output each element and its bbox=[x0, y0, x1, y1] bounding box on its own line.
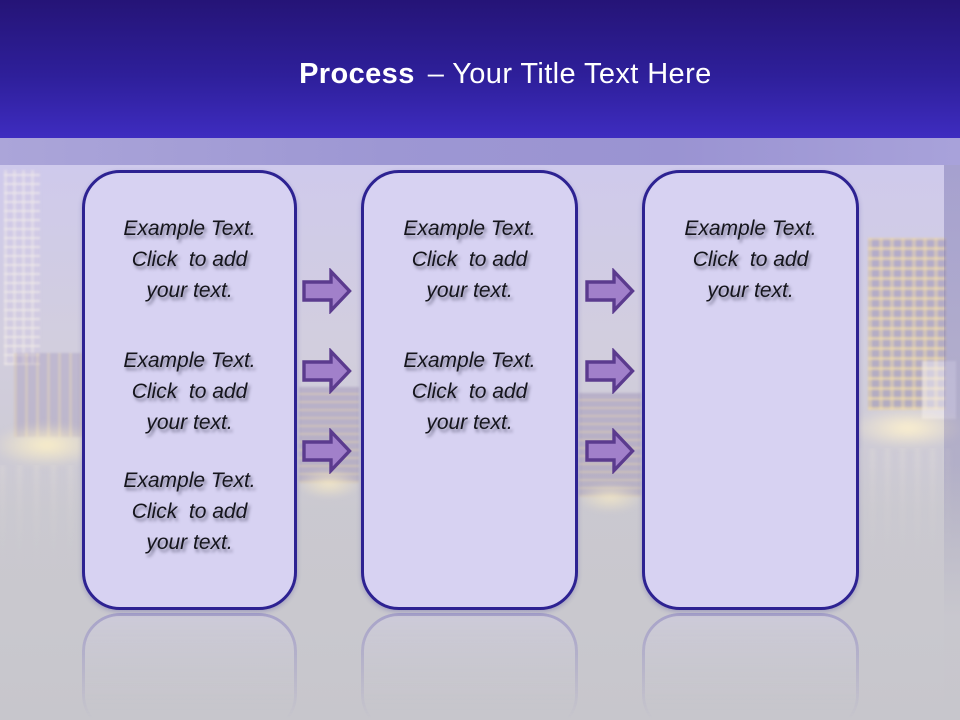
process-step-panel-2[interactable]: Example Text. Click to add your text. Ex… bbox=[361, 170, 578, 610]
text-line: Click to add bbox=[411, 248, 528, 271]
text-line: Click to add bbox=[411, 380, 528, 403]
panel-reflection bbox=[82, 613, 297, 720]
title-rest: – Your Title Text Here bbox=[427, 57, 712, 90]
text-line: your text. bbox=[146, 531, 233, 554]
panel-reflection bbox=[642, 613, 859, 720]
text-line: Click to add bbox=[131, 500, 248, 523]
arrow-right-icon[interactable] bbox=[585, 268, 635, 314]
text-line: your text. bbox=[426, 279, 513, 302]
text-line: Example Text. bbox=[403, 349, 536, 372]
arrow-right-icon[interactable] bbox=[585, 428, 635, 474]
text-line: your text. bbox=[146, 411, 233, 434]
text-line: Click to add bbox=[131, 380, 248, 403]
text-line: your text. bbox=[426, 411, 513, 434]
text-line: Example Text. bbox=[123, 349, 256, 372]
text-placeholder[interactable]: Example Text. Click to add your text. bbox=[85, 465, 294, 558]
text-placeholder[interactable]: Example Text. Click to add your text. bbox=[645, 213, 856, 306]
title-keyword: Process bbox=[299, 57, 415, 90]
arrow-right-icon[interactable] bbox=[585, 348, 635, 394]
arrow-right-icon[interactable] bbox=[302, 428, 352, 474]
text-line: Example Text. bbox=[403, 217, 536, 240]
text-line: Click to add bbox=[131, 248, 248, 271]
sky-band bbox=[0, 138, 960, 165]
text-line: your text. bbox=[707, 279, 794, 302]
title-bar: Process – Your Title Text Here bbox=[0, 0, 960, 138]
process-step-panel-3[interactable]: Example Text. Click to add your text. bbox=[642, 170, 859, 610]
panel-reflection bbox=[361, 613, 578, 720]
text-line: Click to add bbox=[692, 248, 809, 271]
text-placeholder[interactable]: Example Text. Click to add your text. bbox=[85, 345, 294, 438]
arrow-right-icon[interactable] bbox=[302, 348, 352, 394]
city-lights-glow bbox=[852, 408, 960, 448]
text-line: your text. bbox=[146, 279, 233, 302]
text-placeholder[interactable]: Example Text. Click to add your text. bbox=[85, 213, 294, 306]
building-silhouette bbox=[4, 170, 40, 365]
text-line: Example Text. bbox=[684, 217, 817, 240]
arrow-right-icon[interactable] bbox=[302, 268, 352, 314]
text-placeholder[interactable]: Example Text. Click to add your text. bbox=[364, 345, 575, 438]
process-step-panel-1[interactable]: Example Text. Click to add your text. Ex… bbox=[82, 170, 297, 610]
text-placeholder[interactable]: Example Text. Click to add your text. bbox=[364, 213, 575, 306]
slide-title[interactable]: Process – Your Title Text Here bbox=[248, 25, 711, 124]
text-line: Example Text. bbox=[123, 217, 256, 240]
text-line: Example Text. bbox=[123, 469, 256, 492]
building-silhouette bbox=[868, 238, 946, 410]
